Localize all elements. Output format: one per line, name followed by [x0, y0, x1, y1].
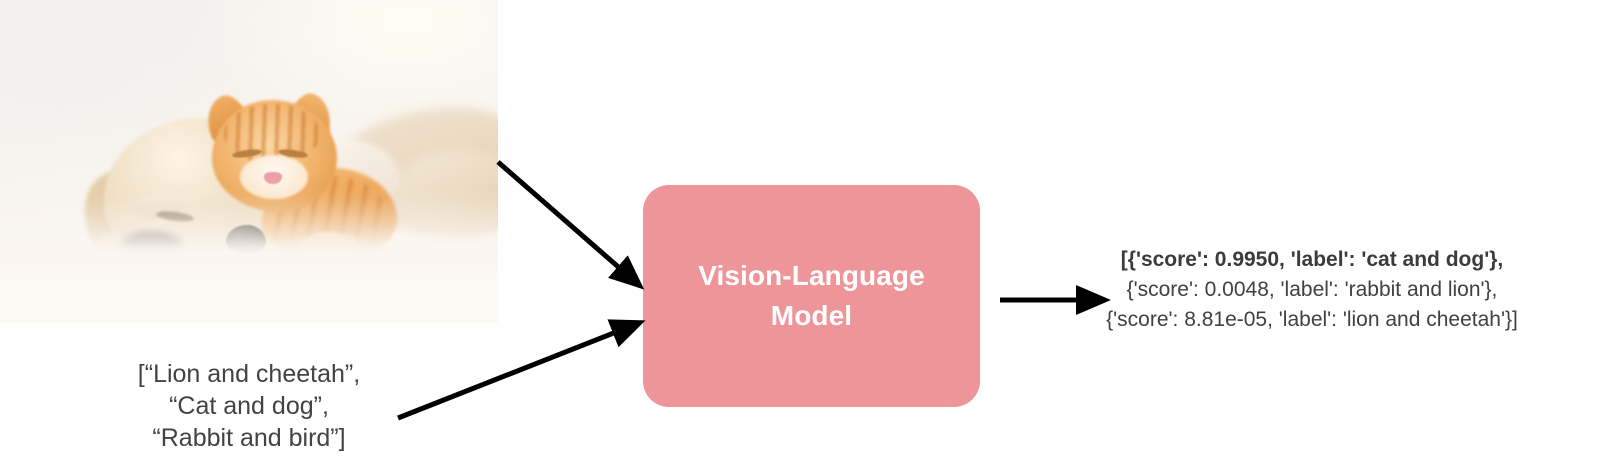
input-image	[0, 0, 498, 323]
prompt-label-list: [“Lion and cheetah”, “Cat and dog”, “Rab…	[104, 358, 394, 454]
prompt-line-2: “Cat and dog”,	[169, 392, 329, 420]
kitten-nose	[264, 172, 282, 184]
output-line-3: {'score': 8.81e-05, 'label': 'lion and c…	[1106, 308, 1518, 331]
prompt-input-arrow	[397, 319, 646, 421]
model-name-line-1: Vision-Language	[698, 260, 925, 292]
model-output-predictions: [{'score': 0.9950, 'label': 'cat and dog…	[1062, 245, 1562, 335]
foreground-blur	[0, 261, 498, 323]
image-input-arrow	[496, 160, 645, 290]
model-name: Vision-Language Model	[698, 256, 925, 336]
prompt-line-3: “Rabbit and bird”]	[152, 424, 346, 452]
prompt-line-1: [“Lion and cheetah”,	[137, 360, 361, 388]
model-name-line-2: Model	[770, 300, 853, 331]
output-line-1: [{'score': 0.9950, 'label': 'cat and dog…	[1120, 248, 1504, 271]
vision-language-model-box: Vision-Language Model	[643, 185, 980, 407]
output-line-2: {'score': 0.0048, 'label': 'rabbit and l…	[1126, 278, 1498, 301]
